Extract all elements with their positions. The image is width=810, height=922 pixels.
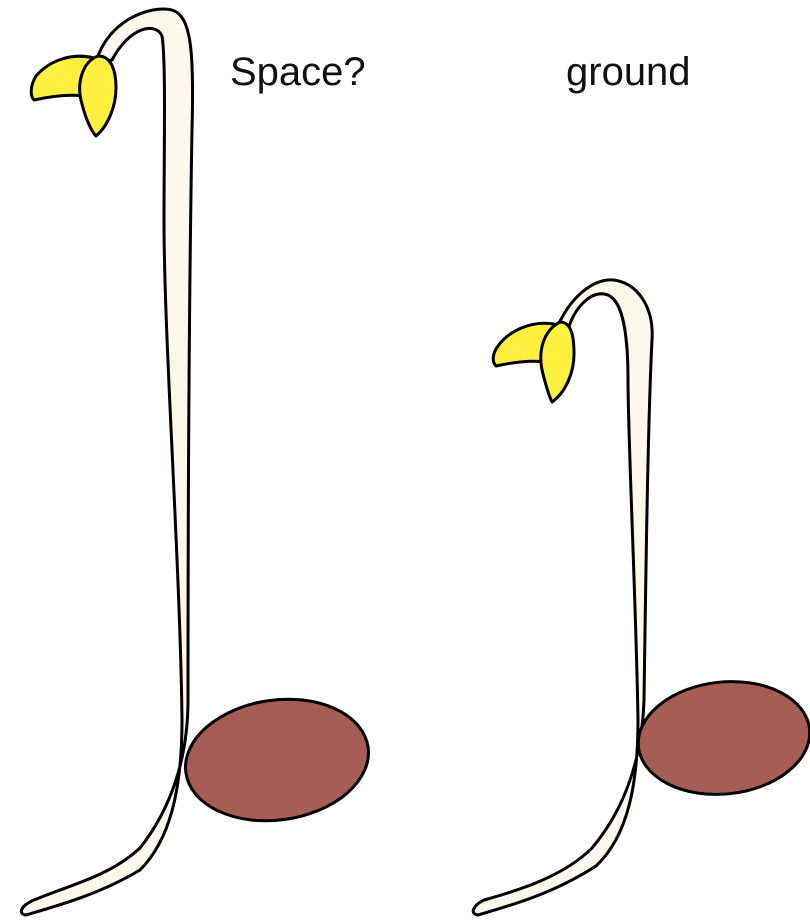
seedling-space-seed	[178, 688, 377, 832]
seedling-ground	[473, 280, 810, 915]
seedling-ground-seed	[633, 673, 810, 802]
seedling-ground-cotyledon-front	[541, 322, 574, 402]
seedling-space-cotyledon-front	[80, 56, 116, 136]
seedling-space	[21, 9, 376, 915]
seedling-space-stem	[21, 9, 192, 915]
